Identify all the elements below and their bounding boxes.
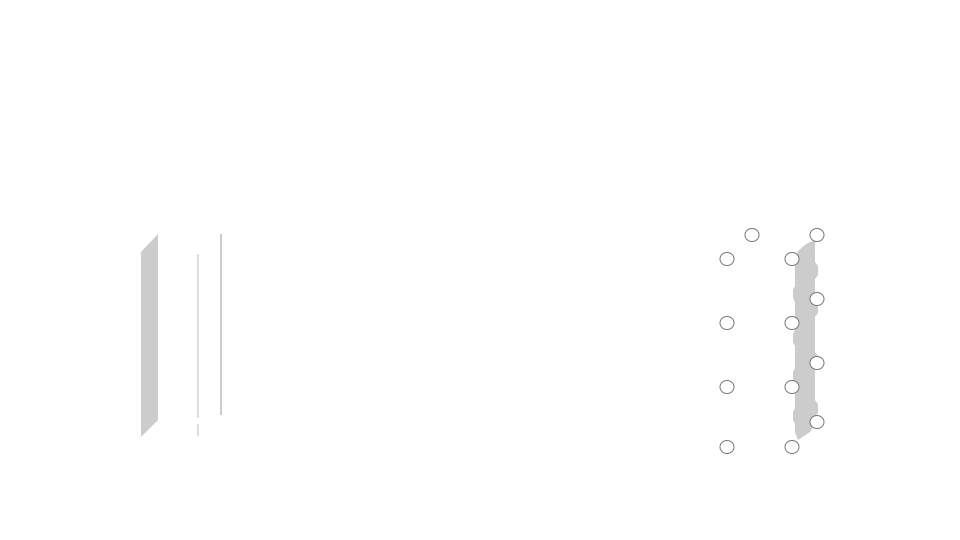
selection-handles[interactable] <box>719 228 825 454</box>
resize-handle-left-2[interactable] <box>719 316 735 330</box>
selected-curved-shape[interactable] <box>793 240 818 440</box>
resize-handle-right-3[interactable] <box>809 415 825 429</box>
resize-handle-left-1[interactable] <box>719 252 735 266</box>
resize-handle-right-1[interactable] <box>809 292 825 306</box>
resize-handle-bottom-left[interactable] <box>719 440 735 454</box>
resize-handle-bottom-mid[interactable] <box>784 440 800 454</box>
resize-handle-left-3[interactable] <box>719 380 735 394</box>
resize-handle-mid-3[interactable] <box>784 380 800 394</box>
resize-handle-right-2[interactable] <box>809 356 825 370</box>
resize-handle-top-right[interactable] <box>809 228 825 242</box>
resize-handle-top-rotation[interactable] <box>744 228 760 242</box>
slanted-panel-shape[interactable] <box>141 234 158 437</box>
resize-handle-mid-2[interactable] <box>784 316 800 330</box>
resize-handle-mid-1[interactable] <box>784 252 800 266</box>
